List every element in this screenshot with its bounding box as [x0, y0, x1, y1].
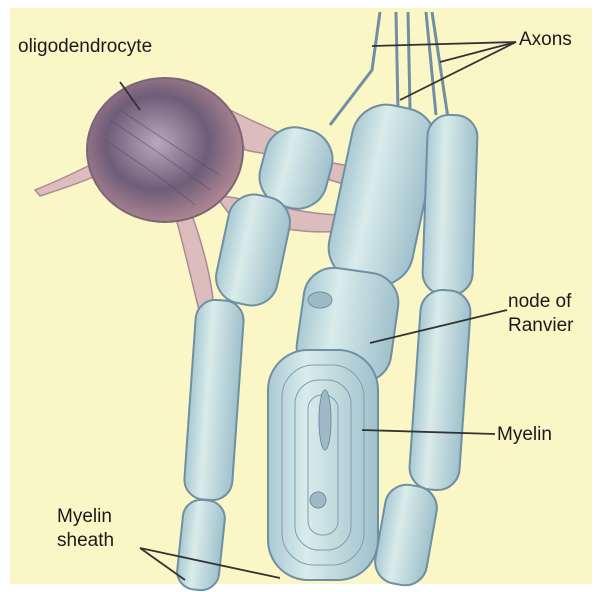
label-myelin: Myelin [497, 423, 552, 447]
label-node-line1: node of [508, 290, 573, 314]
label-myelin-sheath: Myelin sheath [57, 505, 114, 553]
oligodendrocyte-body [87, 78, 243, 222]
label-node-of-ranvier: node of Ranvier [508, 290, 573, 338]
label-oligodendrocyte: oligodendrocyte [18, 35, 152, 59]
label-node-line2: Ranvier [508, 314, 573, 338]
label-sheath-line1: Myelin [57, 505, 114, 529]
label-axons: Axons [519, 28, 572, 52]
label-sheath-line2: sheath [57, 529, 114, 553]
